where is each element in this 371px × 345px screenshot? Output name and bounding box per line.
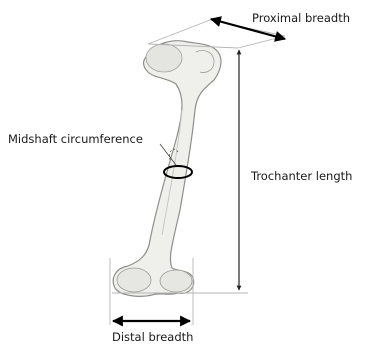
- trochanter-length-label: Trochanter length: [251, 171, 352, 183]
- distal-breadth-label: Distal breadth: [112, 332, 193, 344]
- proximal-breadth-label: Proximal breadth: [252, 13, 350, 25]
- midshaft-circumference-label: Midshaft circumference: [8, 134, 143, 146]
